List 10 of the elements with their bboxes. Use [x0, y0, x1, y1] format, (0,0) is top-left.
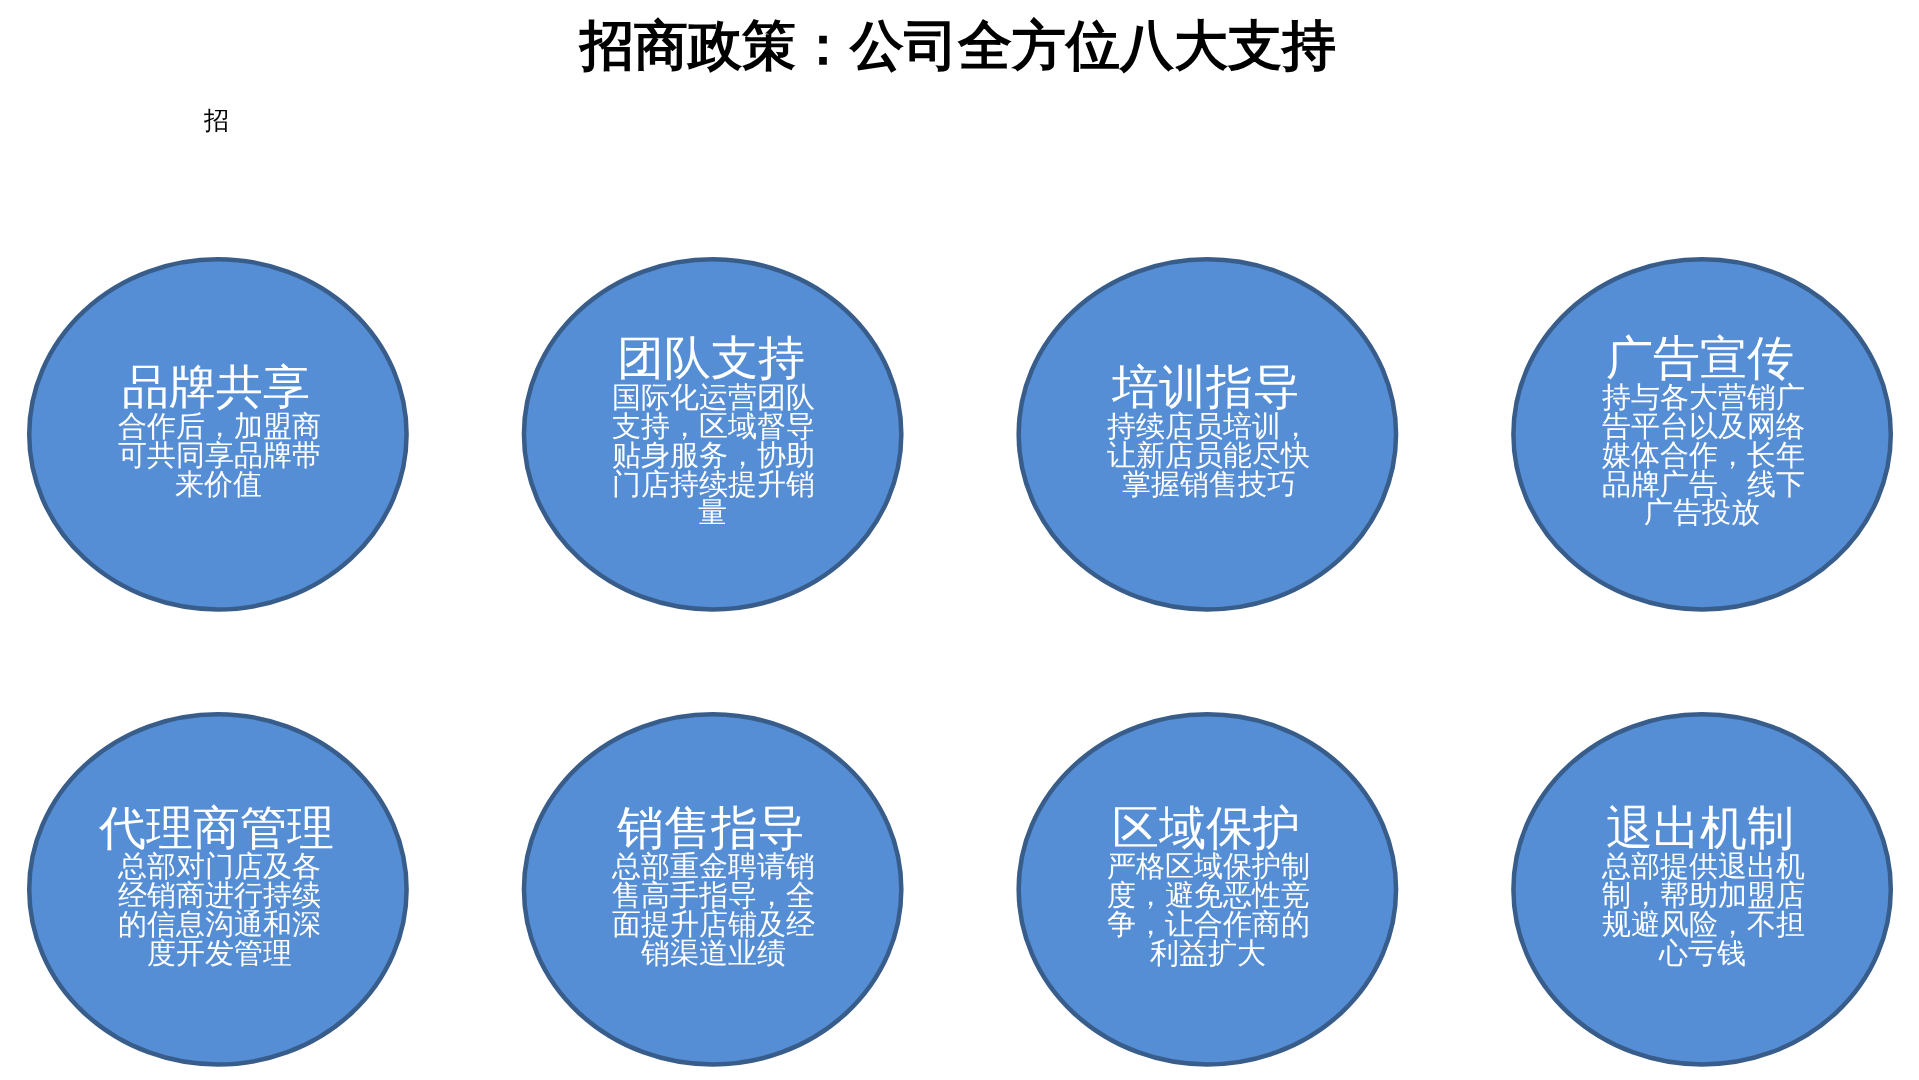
- node-circle: 退出机制 总部提供退出机制，帮助加盟店规避风险，不担心亏钱: [1510, 712, 1893, 1067]
- node-circle: 销售指导 总部重金聘请销售高手指导，全面提升店铺及经销渠道业绩: [521, 712, 904, 1067]
- node-circle: 培训指导 持续店员培训，让新店员能尽快掌握销售技巧: [1015, 256, 1398, 612]
- node-circle: 区域保护 严格区域保护制度，避免恶性竞争，让合作商的利益扩大: [1015, 712, 1398, 1067]
- node-circle: 广告宣传 持与各大营销广告平台以及网络媒体合作，长年品牌广告、线下广告投放: [1510, 256, 1893, 612]
- node-circle: 团队支持 国际化运营团队支持，区域督导贴身服务，协助门店持续提升销量: [521, 256, 904, 612]
- node-circle: 品牌共享 合作后，加盟商可共同享品牌带来价值: [26, 256, 409, 612]
- diagram-title: 招商政策：公司全方位八大支持: [579, 14, 1336, 78]
- node-circle: 代理商管理 总部对门店及各经销商进行持续的信息沟通和深度开发管理: [26, 712, 409, 1067]
- label: 招: [203, 105, 229, 135]
